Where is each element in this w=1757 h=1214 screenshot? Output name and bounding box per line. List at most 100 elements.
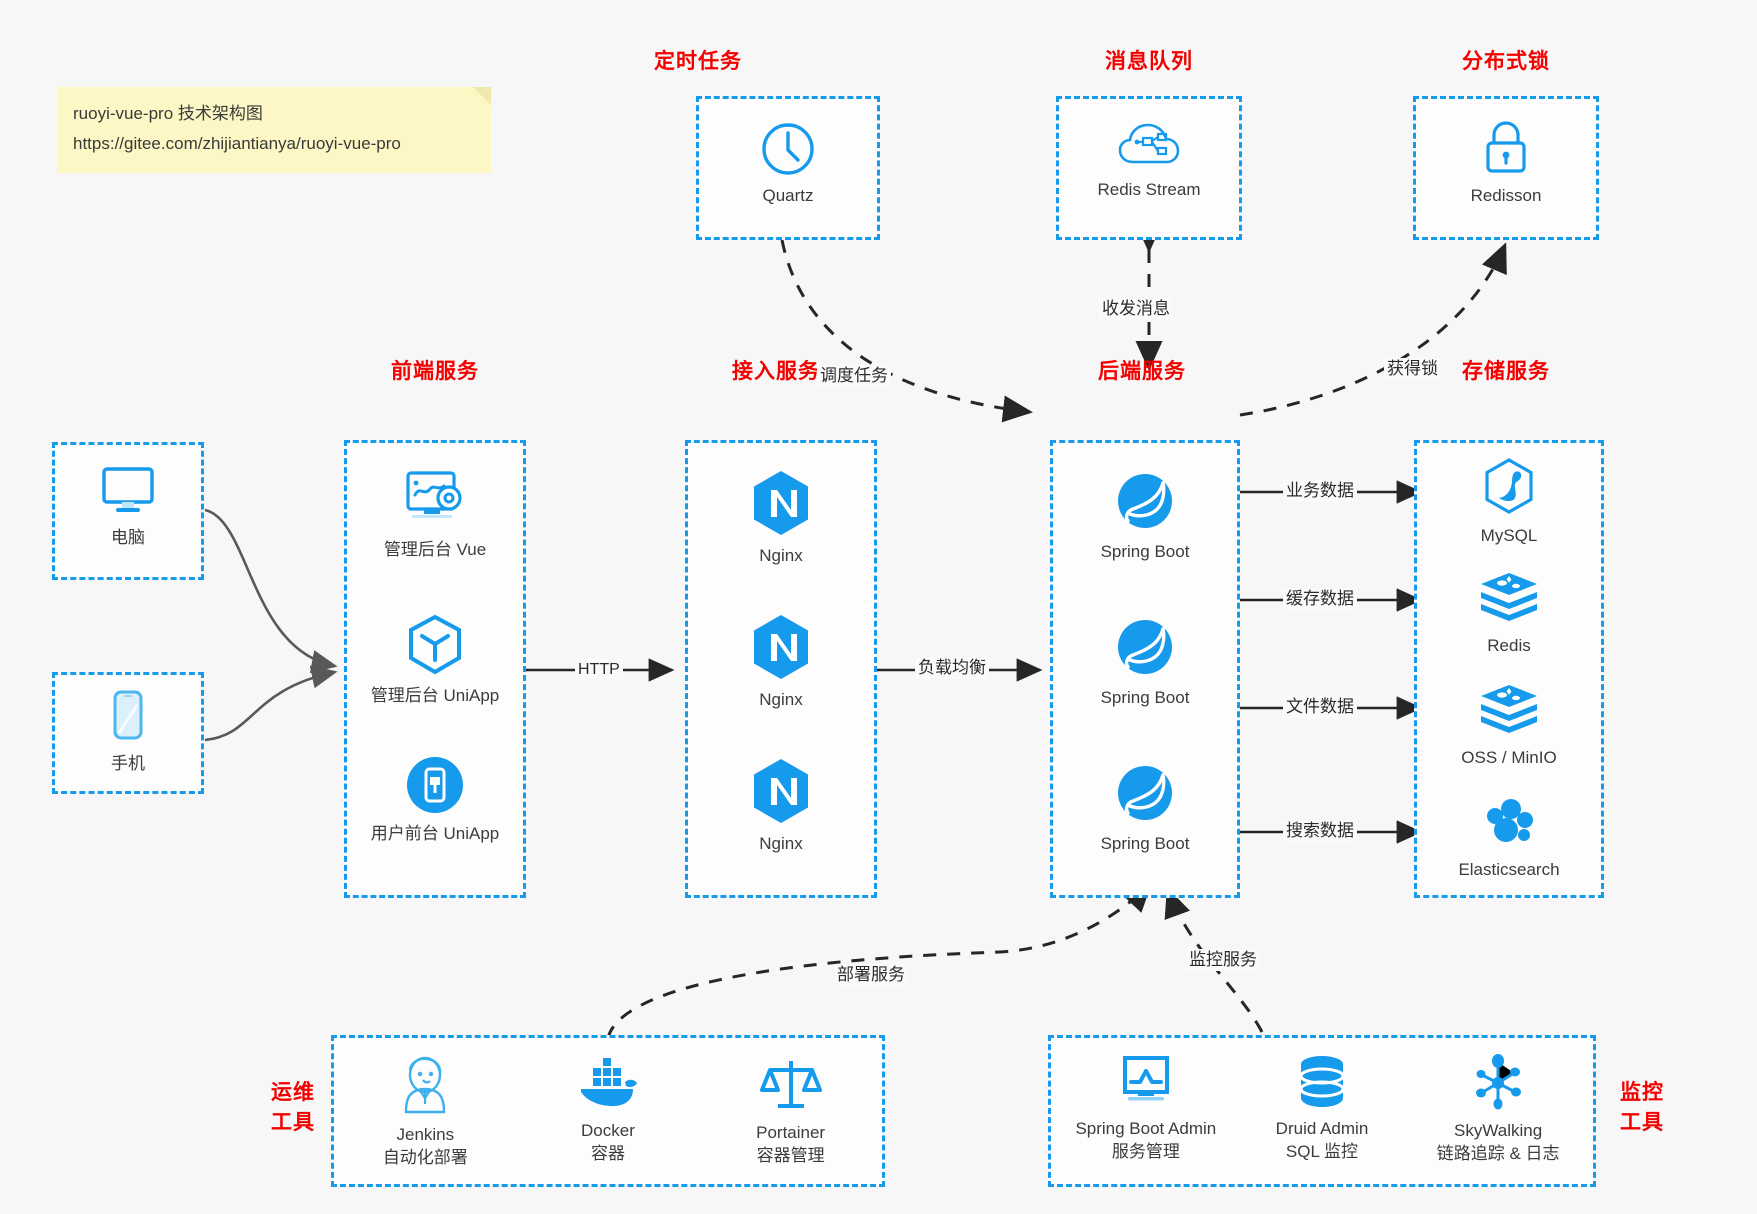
redis-icon (1481, 573, 1537, 621)
node-label: SkyWalking (1454, 1121, 1543, 1140)
spring-boot-icon (1118, 620, 1172, 674)
docker-icon (580, 1058, 637, 1106)
group-client-mobile[interactable]: 手机 (52, 672, 204, 794)
node-label: Docker (581, 1121, 635, 1140)
diagram-note: ruoyi-vue-pro 技术架构图 https://gitee.com/zh… (57, 87, 491, 173)
group-scheduled-task[interactable]: Quartz (696, 96, 880, 240)
oss-minio-icon (1481, 685, 1537, 733)
phone-app-icon (407, 757, 463, 813)
node-sublabel: 自动化部署 (382, 1148, 468, 1167)
node-redis[interactable]: Redis (1417, 571, 1601, 657)
dashboard-gear-icon (406, 471, 462, 518)
monitoring-title-line2: 工具 (1620, 1111, 1664, 1134)
group-gateway[interactable]: Nginx Nginx Nginx (685, 440, 877, 898)
node-jenkins[interactable]: Jenkins 自动化部署 (334, 1056, 517, 1169)
mysql-icon (1485, 458, 1533, 514)
node-label: Jenkins (396, 1125, 455, 1144)
node-spring-boot-3[interactable]: Spring Boot (1053, 761, 1237, 855)
group-title-storage: 存储服务 (1462, 360, 1550, 383)
group-monitoring[interactable]: Spring Boot Admin 服务管理 Druid Admin SQL 监… (1048, 1035, 1596, 1187)
node-label: Nginx (759, 834, 803, 853)
nginx-icon (754, 615, 808, 679)
edge-label-file-data: 文件数据 (1283, 696, 1357, 718)
group-backend[interactable]: Spring Boot Spring Boot Spring Boot (1050, 440, 1240, 898)
devops-title-line2: 工具 (271, 1111, 315, 1134)
node-admin-uniapp[interactable]: 管理后台 UniApp (347, 613, 523, 707)
node-desktop[interactable]: 电脑 (55, 463, 201, 549)
nginx-icon (754, 471, 808, 535)
group-frontend[interactable]: 管理后台 Vue 管理后台 UniApp 用户前台 UniApp (344, 440, 526, 898)
cube-icon (409, 614, 461, 675)
node-label: Spring Boot (1100, 834, 1190, 853)
group-title-message-queue: 消息队列 (1105, 50, 1193, 73)
node-quartz[interactable]: Quartz (699, 121, 877, 207)
node-label: OSS / MinIO (1461, 748, 1557, 767)
node-nginx-3[interactable]: Nginx (688, 757, 874, 855)
group-title-distributed-lock: 分布式锁 (1462, 50, 1550, 73)
monitoring-title-line1: 监控 (1620, 1081, 1664, 1104)
group-title-scheduled-task: 定时任务 (654, 50, 742, 73)
node-spring-boot-admin[interactable]: Spring Boot Admin 服务管理 (1051, 1054, 1241, 1163)
group-title-frontend: 前端服务 (391, 360, 479, 383)
node-docker[interactable]: Docker 容器 (517, 1056, 700, 1165)
group-title-monitoring: 监控 工具 (1607, 1078, 1677, 1138)
node-sublabel: 容器管理 (756, 1146, 825, 1165)
node-skywalking[interactable]: SkyWalking 链路追踪 & 日志 (1403, 1054, 1593, 1165)
database-icon (1299, 1056, 1345, 1107)
group-title-devops: 运维 工具 (258, 1078, 328, 1138)
mobile-icon (113, 690, 143, 740)
node-label: Quartz (762, 186, 814, 205)
scales-icon (759, 1061, 822, 1108)
cloud-stream-icon (1118, 123, 1180, 164)
node-spring-boot-2[interactable]: Spring Boot (1053, 615, 1237, 709)
node-nginx-2[interactable]: Nginx (688, 613, 874, 711)
node-nginx-1[interactable]: Nginx (688, 469, 874, 567)
node-elasticsearch[interactable]: Elasticsearch (1417, 795, 1601, 881)
node-redis-stream[interactable]: Redis Stream (1059, 121, 1239, 201)
node-label: 管理后台 UniApp (370, 686, 500, 705)
clock-icon (762, 123, 814, 175)
node-redisson[interactable]: Redisson (1416, 119, 1596, 207)
group-distributed-lock[interactable]: Redisson (1413, 96, 1599, 240)
edge-label-deploy-service: 部署服务 (834, 964, 908, 986)
node-druid-admin[interactable]: Druid Admin SQL 监控 (1241, 1054, 1404, 1163)
group-title-backend: 后端服务 (1098, 360, 1186, 383)
node-oss-minio[interactable]: OSS / MinIO (1417, 683, 1601, 769)
node-label: Nginx (759, 690, 803, 709)
edge-label-http: HTTP (575, 659, 623, 681)
node-portainer[interactable]: Portainer 容器管理 (699, 1056, 882, 1167)
node-user-uniapp[interactable]: 用户前台 UniApp (347, 755, 523, 845)
node-label: Druid Admin (1275, 1119, 1369, 1138)
node-label: Redisson (1470, 186, 1542, 205)
spring-boot-icon (1118, 766, 1172, 820)
group-storage[interactable]: MySQL Redis OSS / MinIO (1414, 440, 1604, 898)
lock-icon (1486, 121, 1526, 173)
node-mysql[interactable]: MySQL (1417, 457, 1601, 547)
node-label: Spring Boot Admin (1075, 1119, 1217, 1138)
nginx-icon (754, 759, 808, 823)
group-client-desktop[interactable]: 电脑 (52, 442, 204, 580)
group-devops[interactable]: Jenkins 自动化部署 Docker 容器 (331, 1035, 885, 1187)
note-fold-corner (473, 87, 491, 105)
edge-label-monitor-service: 监控服务 (1186, 949, 1260, 971)
monitor-chart-icon (1122, 1056, 1169, 1101)
note-title: ruoyi-vue-pro 技术架构图 (73, 104, 263, 123)
node-spring-boot-1[interactable]: Spring Boot (1053, 469, 1237, 563)
group-title-gateway: 接入服务 (732, 360, 820, 383)
note-url: https://gitee.com/zhijiantianya/ruoyi-vu… (73, 134, 401, 153)
node-label: MySQL (1480, 526, 1538, 545)
node-sublabel: 链路追踪 & 日志 (1436, 1144, 1560, 1163)
group-message-queue[interactable]: Redis Stream (1056, 96, 1242, 240)
jenkins-icon (405, 1056, 446, 1114)
node-label: Redis Stream (1097, 180, 1201, 199)
devops-title-line1: 运维 (271, 1081, 315, 1104)
node-label: 管理后台 Vue (383, 540, 487, 559)
node-label: Redis (1487, 636, 1531, 655)
spring-boot-icon (1118, 474, 1172, 528)
node-label: Nginx (759, 546, 803, 565)
skywalking-icon (1476, 1054, 1522, 1110)
node-admin-vue[interactable]: 管理后台 Vue (347, 469, 523, 561)
node-label: Spring Boot (1100, 688, 1190, 707)
node-mobile[interactable]: 手机 (55, 689, 201, 775)
